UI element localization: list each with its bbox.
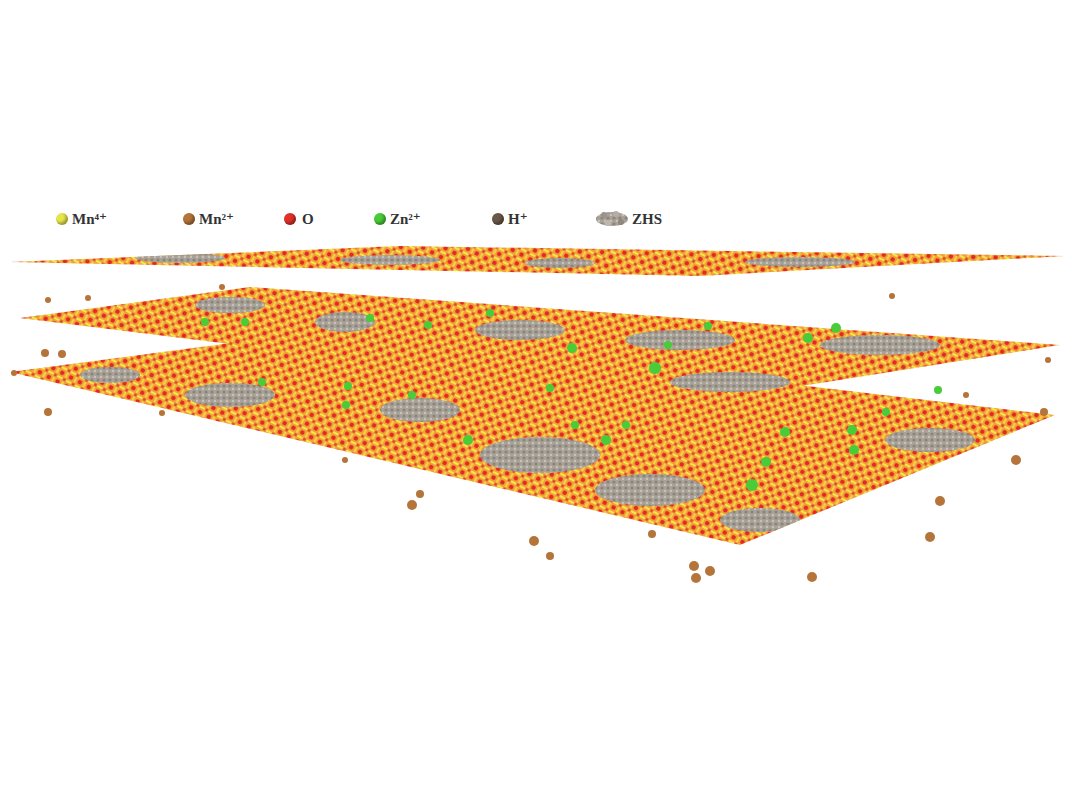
mno2-sheet [20, 287, 1060, 402]
legend-swatch [374, 213, 386, 225]
legend-label: Mn²⁺ [199, 210, 234, 228]
zhs-legend-icon [596, 211, 628, 226]
mn2-ions [11, 284, 1051, 583]
zhs-patches [135, 253, 855, 268]
legend-label: Zn²⁺ [390, 210, 421, 228]
legend-label: H⁺ [508, 210, 528, 228]
legend-swatch [284, 213, 296, 225]
zn-ions [201, 309, 942, 491]
zhs-patches [80, 367, 975, 532]
legend-swatch [492, 213, 504, 225]
legend-label: Mn⁴⁺ [72, 210, 107, 228]
mno2-sheet [10, 246, 1065, 276]
legend-swatch [183, 213, 195, 225]
legend-swatch [56, 213, 68, 225]
zhs-patches [195, 297, 940, 392]
legend-label: O [302, 210, 314, 228]
legend-label: ZHS [632, 210, 662, 228]
